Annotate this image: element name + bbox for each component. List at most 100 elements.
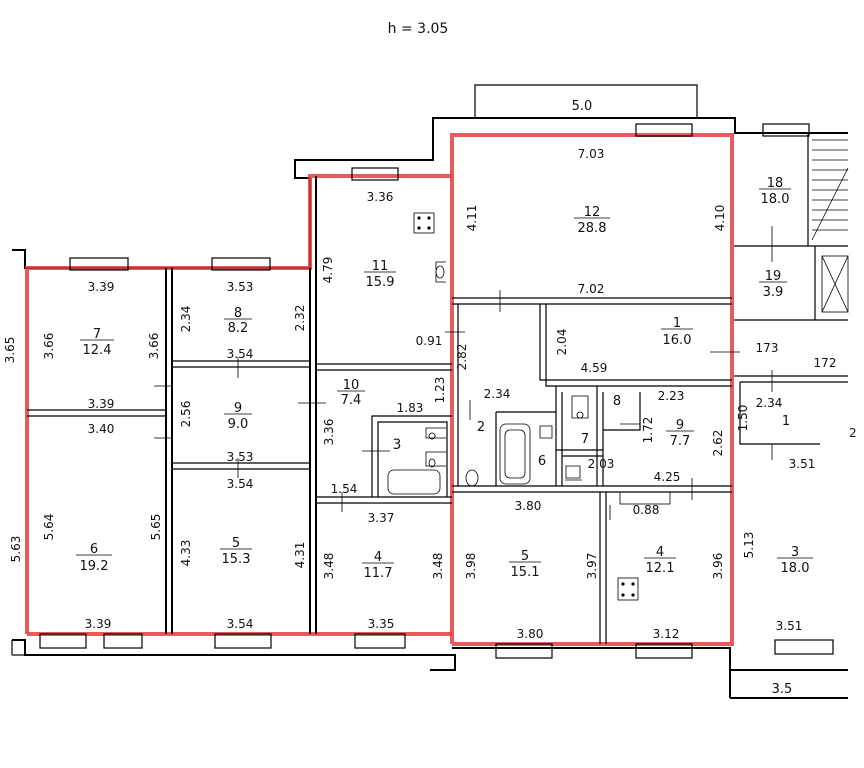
dimension-label: 3.96 [711, 553, 725, 580]
dimension-label: 3.80 [515, 499, 542, 513]
dimension-label: 12 [584, 205, 601, 220]
dimension-label: 16.0 [663, 333, 692, 348]
dimension-label: 4 [656, 545, 664, 560]
dimension-label: 4.33 [179, 540, 193, 567]
room-7-center: 7 [581, 432, 589, 447]
dimension-label: 12.4 [83, 343, 112, 358]
dimension-label: 1 [782, 414, 790, 429]
dimension-label: 4.79 [321, 257, 335, 284]
top-bay-width: 5.0 [572, 99, 593, 114]
room-5-center: 515.1 [509, 549, 541, 580]
dimension-label: 1.54 [331, 482, 358, 496]
dimension-label: 15.1 [511, 565, 540, 580]
sink-icon [425, 427, 446, 440]
room-7-left: 712.4 [80, 327, 114, 358]
dimension-label: 0.91 [416, 334, 443, 348]
bathtub-icon [387, 469, 441, 495]
outer-walls [11, 117, 848, 699]
bottom-bay-width: 3.5 [772, 682, 793, 697]
dimension-label: 3.97 [585, 553, 599, 580]
room-8-center: 8 [613, 394, 621, 409]
stove-icon [413, 212, 435, 234]
dimension-label: 3.40 [88, 422, 115, 436]
dimension-label: 3 [791, 545, 799, 560]
room-2-center: 2 [477, 420, 485, 435]
staircase [811, 139, 849, 313]
dimension-label: 5.64 [42, 514, 56, 541]
dimension-label: 9 [676, 418, 684, 433]
dimension-label: 2.23 [658, 389, 685, 403]
dimension-label: 2.03 [588, 457, 615, 471]
dimension-label: 7 [93, 327, 101, 342]
dimension-label: 3.12 [653, 627, 680, 641]
dimension-label: 4 [374, 550, 382, 565]
dimension-label: 1.50 [736, 405, 750, 432]
dimension-label: 8.2 [228, 321, 249, 336]
dimension-label: 172 [814, 356, 837, 370]
dimension-label: 2.62 [711, 430, 725, 457]
room-10-left: 107.4 [337, 378, 365, 408]
dimension-label: 3.36 [322, 419, 336, 446]
room-9-center: 97.7 [666, 418, 694, 449]
dimension-label: 8 [234, 306, 242, 321]
dimension-label: 3.53 [227, 450, 254, 464]
dimension-label: 3.66 [42, 333, 56, 360]
dimension-label: 7.4 [341, 393, 362, 408]
dimension-label: 2.82 [455, 344, 469, 371]
interior-walls [27, 133, 848, 644]
dimension-label: 2 [849, 426, 857, 440]
dimension-label: 5.65 [149, 514, 163, 541]
dimension-label: 3.66 [147, 333, 161, 360]
dimension-label: 12.1 [646, 561, 675, 576]
dimension-label: 3.48 [431, 553, 445, 580]
dimension-label: 2.34 [179, 306, 193, 333]
dimension-label: 10 [343, 378, 360, 393]
dimension-label: 5.63 [9, 536, 23, 563]
dimension-label: 11.7 [364, 566, 393, 581]
dimension-label: 9.0 [228, 417, 249, 432]
toilet-icon [571, 395, 589, 419]
dimension-label: 4.10 [713, 205, 727, 232]
dimension-label: 18.0 [761, 192, 790, 207]
dimension-label: 15.9 [366, 275, 395, 290]
dimension-label: 4.25 [654, 470, 681, 484]
dimension-label: 1.23 [433, 377, 447, 404]
top-bay: 5.0 [474, 84, 698, 118]
dimension-label: 3.54 [227, 477, 254, 491]
room-3-left: 3 [393, 437, 402, 453]
dimension-label: 3.65 [3, 337, 17, 364]
dimension-label: 3.51 [776, 619, 803, 633]
dimension-label: 2.34 [756, 396, 783, 410]
room-6-center: 6 [538, 454, 546, 469]
sink-icon [565, 465, 581, 479]
dimension-label: 7 [581, 432, 589, 447]
dimension-label: 0.88 [633, 503, 660, 517]
dimension-label: 3.48 [322, 553, 336, 580]
dimension-label: 3.80 [517, 627, 544, 641]
dimension-label: 3.39 [85, 617, 112, 631]
dimension-label: 7.7 [670, 434, 691, 449]
fixtures [387, 212, 671, 601]
windows [39, 123, 834, 659]
dimension-label: 3.39 [88, 397, 115, 411]
dimension-label: 1.72 [641, 417, 655, 444]
dimension-label: 3.54 [227, 347, 254, 361]
dimensions-vertical: 3.65 3.66 3.66 2.34 2.32 4.79 4.11 4.10 … [3, 205, 756, 580]
dimension-label: 3.53 [227, 280, 254, 294]
dimension-label: 2.56 [179, 401, 193, 428]
stove-icon [617, 577, 639, 601]
dimension-label: 19.2 [80, 559, 109, 574]
dimension-label: 5 [232, 536, 240, 551]
dimension-label: 18 [767, 176, 784, 191]
ceiling-height-label: h = 3.05 [388, 21, 449, 37]
dimension-label: 18.0 [781, 561, 810, 576]
dimension-label: 3.37 [368, 511, 395, 525]
dimension-label: 2.04 [555, 329, 569, 356]
sink-icon [435, 261, 446, 283]
dimension-label: 19 [765, 269, 782, 284]
dimension-label: 8 [613, 394, 621, 409]
